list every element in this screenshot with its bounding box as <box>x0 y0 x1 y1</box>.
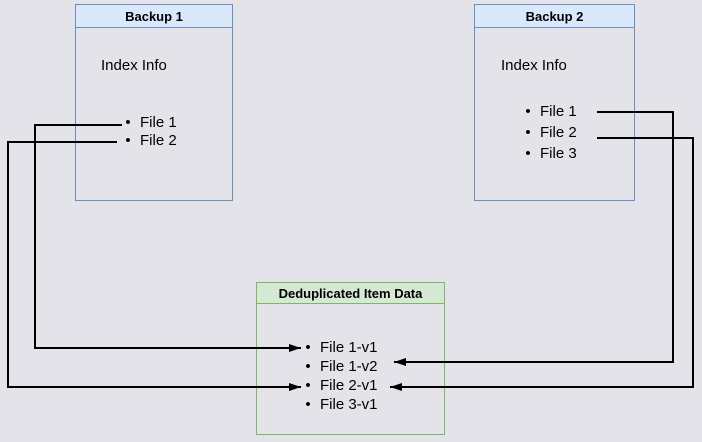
backup2-file-list: •File 1 •File 2 •File 3 <box>521 101 576 164</box>
backup1-index-info-label: Index Info <box>101 57 167 74</box>
list-item: •File 1 <box>121 114 176 132</box>
list-item: •File 3-v1 <box>301 395 377 414</box>
list-item: •File 1-v2 <box>301 357 377 376</box>
dedup-title: Deduplicated Item Data <box>257 283 444 304</box>
backup1-title: Backup 1 <box>76 5 232 28</box>
bullet-icon: • <box>525 103 531 120</box>
deduplicated-item-data-box: Deduplicated Item Data •File 1-v1 •File … <box>256 282 445 435</box>
backup2-box: Backup 2 Index Info •File 1 •File 2 •Fil… <box>474 4 635 201</box>
bullet-icon: • <box>305 396 311 413</box>
bullet-icon: • <box>305 358 311 375</box>
bullet-icon: • <box>525 124 531 141</box>
list-item: •File 3 <box>521 143 576 164</box>
list-item: •File 2 <box>521 122 576 143</box>
bullet-icon: • <box>305 377 311 394</box>
bullet-icon: • <box>125 132 131 149</box>
backup2-index-info-label: Index Info <box>501 57 567 74</box>
list-item: •File 1-v1 <box>301 338 377 357</box>
dedup-file-list: •File 1-v1 •File 1-v2 •File 2-v1 •File 3… <box>301 338 377 414</box>
list-item: •File 1 <box>521 101 576 122</box>
bullet-icon: • <box>525 145 531 162</box>
bullet-icon: • <box>305 339 311 356</box>
backup1-file-list: •File 1 •File 2 <box>121 114 176 150</box>
bullet-icon: • <box>125 114 131 131</box>
backup1-box: Backup 1 Index Info •File 1 •File 2 <box>75 4 233 201</box>
list-item: •File 2-v1 <box>301 376 377 395</box>
backup2-title: Backup 2 <box>475 5 634 28</box>
list-item: •File 2 <box>121 132 176 150</box>
